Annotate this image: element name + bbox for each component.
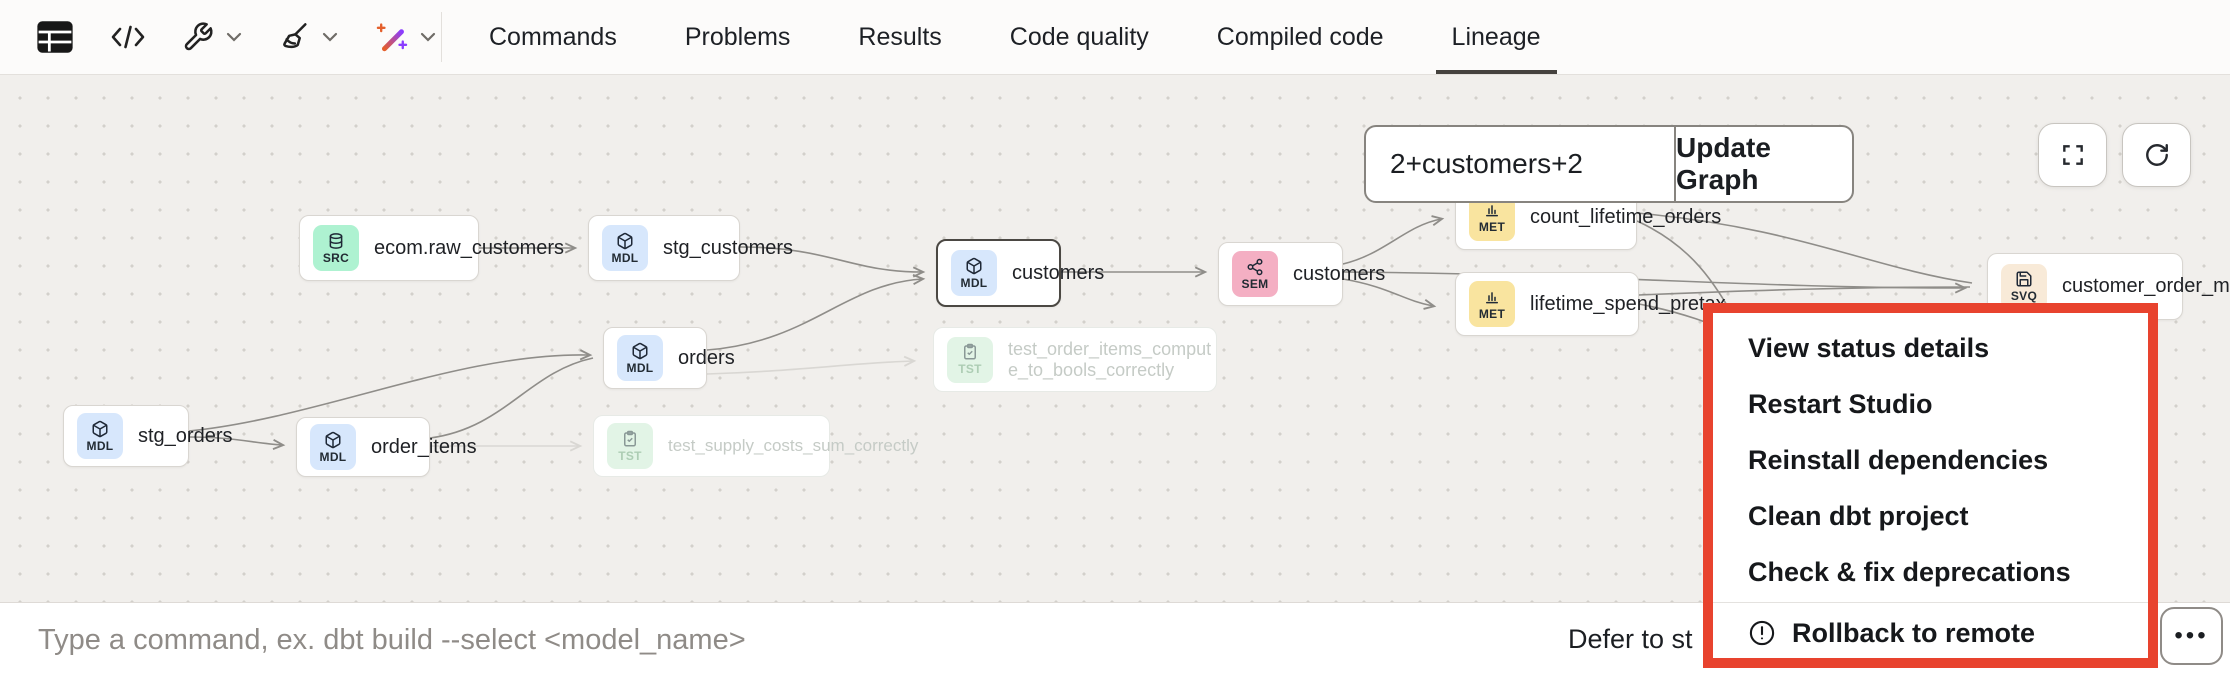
menu-item-restart-studio[interactable]: Restart Studio xyxy=(1748,388,1933,419)
clipboard-check-icon xyxy=(624,430,636,446)
model-badge: MDL xyxy=(951,250,997,296)
chevron-down-icon xyxy=(226,32,242,42)
table-icon xyxy=(37,21,73,53)
selector-input[interactable]: 2+customers+2 xyxy=(1390,148,1583,179)
clean-tools-button[interactable] xyxy=(278,21,338,53)
top-toolbar: Commands Problems Results Code quality C… xyxy=(0,0,2230,75)
refresh-graph-button[interactable] xyxy=(2122,123,2191,187)
menu-item-clean-dbt-project[interactable]: Clean dbt project xyxy=(1748,500,1969,531)
tab-results[interactable]: Results xyxy=(858,22,942,51)
floppy-disk-icon xyxy=(2016,271,2032,287)
command-input[interactable] xyxy=(36,603,1140,674)
toolbar-icon-cluster xyxy=(36,0,436,74)
source-badge: SRC xyxy=(313,225,359,271)
ai-assist-button[interactable] xyxy=(374,20,436,54)
node-customers-semantic[interactable]: SEM customers xyxy=(1218,242,1385,306)
menu-item-check-fix-deprecations[interactable]: Check & fix deprecations xyxy=(1748,556,2071,587)
magic-wand-icon xyxy=(376,23,408,52)
metric-badge: MET xyxy=(1469,281,1515,327)
share-nodes-icon xyxy=(1247,258,1263,275)
model-badge: MDL xyxy=(77,413,123,459)
test-badge: TST xyxy=(607,423,653,469)
node-orders[interactable]: MDL orders xyxy=(603,327,735,389)
model-badge: MDL xyxy=(602,225,648,271)
lineage-edges xyxy=(188,212,1973,452)
menu-item-reinstall-dependencies[interactable]: Reinstall dependencies xyxy=(1748,444,2049,475)
bar-chart-icon xyxy=(1486,205,1498,217)
node-stg-customers[interactable]: MDL stg_customers xyxy=(588,215,793,281)
toolbar-divider xyxy=(441,12,442,62)
saved-query-badge: SVQ xyxy=(2001,263,2047,310)
defer-toggle-label: Defer to st xyxy=(1568,623,1693,654)
bar-chart-icon xyxy=(1486,291,1498,303)
node-stg-orders[interactable]: MDL stg_orders xyxy=(63,405,233,467)
refresh-icon xyxy=(2145,144,2168,166)
tab-commands[interactable]: Commands xyxy=(489,22,617,51)
tab-lineage[interactable]: Lineage xyxy=(1435,0,1557,74)
menu-item-rollback-to-remote[interactable]: Rollback to remote xyxy=(1713,605,2148,661)
node-customers-model[interactable]: MDL customers xyxy=(936,239,1104,307)
model-badge: MDL xyxy=(310,424,356,470)
code-icon xyxy=(111,25,145,49)
code-view-button[interactable] xyxy=(110,23,146,51)
test-badge: TST xyxy=(947,336,993,383)
semantic-badge: SEM xyxy=(1232,251,1278,297)
table-view-button[interactable] xyxy=(36,20,74,54)
tab-problems[interactable]: Problems xyxy=(684,22,791,51)
node-test-order-items[interactable]: TST test_order_items_compute_to_bools_co… xyxy=(933,327,1217,392)
chevron-down-icon xyxy=(322,32,338,42)
tab-compiled-code[interactable]: Compiled code xyxy=(1216,22,1384,51)
lineage-selector-group: 2+customers+2 Update Graph xyxy=(1364,125,1854,203)
chevron-down-icon xyxy=(420,32,436,42)
node-ecom-raw-customers[interactable]: SRC ecom.raw_customers xyxy=(299,215,564,281)
clipboard-check-icon xyxy=(964,343,976,360)
node-order-items[interactable]: MDL order_items xyxy=(296,417,477,477)
broom-icon xyxy=(283,23,307,49)
cube-icon xyxy=(325,431,341,448)
panel-tabs: Commands Problems Results Code quality C… xyxy=(489,0,1557,74)
database-icon xyxy=(329,232,343,249)
menu-item-view-status-details[interactable]: View status details xyxy=(1748,332,1990,363)
more-options-button[interactable]: ••• xyxy=(2160,607,2223,665)
fullscreen-button[interactable] xyxy=(2038,123,2107,187)
warning-circle-icon xyxy=(1749,620,1775,646)
tab-code-quality[interactable]: Code quality xyxy=(1009,22,1149,51)
cube-icon xyxy=(92,420,108,437)
cube-icon xyxy=(966,257,982,274)
node-test-supply-costs[interactable]: TST test_supply_costs_sum_correctly xyxy=(593,415,918,477)
node-lifetime-spend-pretax[interactable]: MET lifetime_spend_pretax xyxy=(1455,272,1726,336)
fullscreen-icon xyxy=(2062,145,2083,165)
model-badge: MDL xyxy=(617,335,663,381)
build-tools-button[interactable] xyxy=(182,21,242,53)
cube-icon xyxy=(632,342,648,359)
status-context-menu: View status details Restart Studio Reins… xyxy=(1703,303,2158,668)
wrench-icon xyxy=(184,22,213,51)
update-graph-button[interactable]: Update Graph xyxy=(1674,127,1852,201)
menu-divider xyxy=(1713,602,2148,603)
cube-icon xyxy=(617,232,633,249)
